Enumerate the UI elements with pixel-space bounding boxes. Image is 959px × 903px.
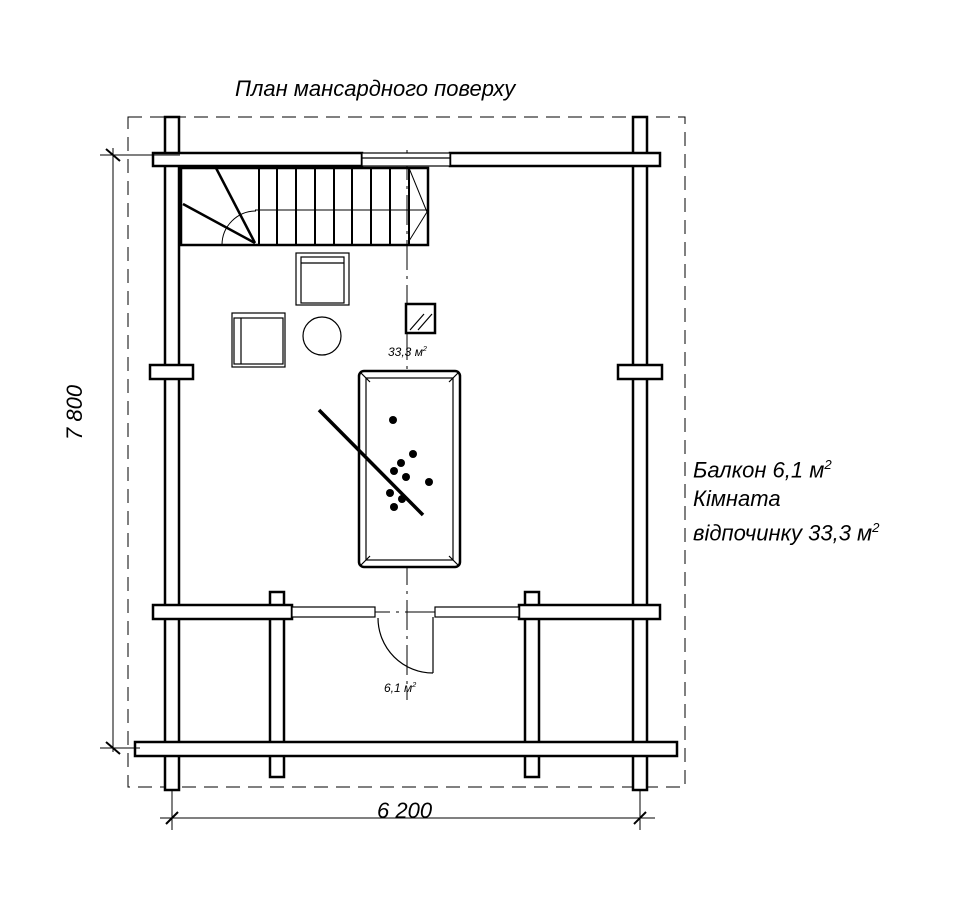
- billiard-balls: [386, 416, 433, 511]
- billiard-table: [357, 369, 462, 569]
- stairs: [179, 166, 430, 247]
- armchair: [295, 252, 350, 306]
- furniture: [231, 252, 462, 569]
- rest-room-area-label: 33,3 м2: [388, 344, 427, 359]
- round-table: [302, 316, 342, 356]
- balcony-door: [377, 617, 434, 674]
- armchair: [231, 312, 286, 368]
- log-walls: [133, 115, 679, 792]
- legend-room-line2: відпочинку 33,3 м: [693, 520, 873, 546]
- height-dimension: 7 800: [62, 384, 87, 440]
- width-dimension: 6 200: [377, 798, 433, 823]
- legend-balcony: Балкон 6,1 м: [693, 457, 825, 483]
- superscript: 2: [872, 520, 880, 536]
- superscript: 2: [824, 457, 832, 472]
- plan-title: План мансардного поверху: [235, 76, 516, 101]
- legend: Балкон 6,1 м2 Кімната відпочинку 33,3 м2: [693, 450, 879, 548]
- windows: [291, 152, 520, 618]
- dimension-lines: [100, 148, 655, 830]
- roof-outline: [127, 116, 686, 788]
- chimney: [404, 302, 437, 335]
- balcony-area-label: 6,1 м2: [384, 680, 417, 695]
- billiard-cue: [317, 408, 425, 517]
- legend-room-line1: Кімната: [693, 486, 781, 512]
